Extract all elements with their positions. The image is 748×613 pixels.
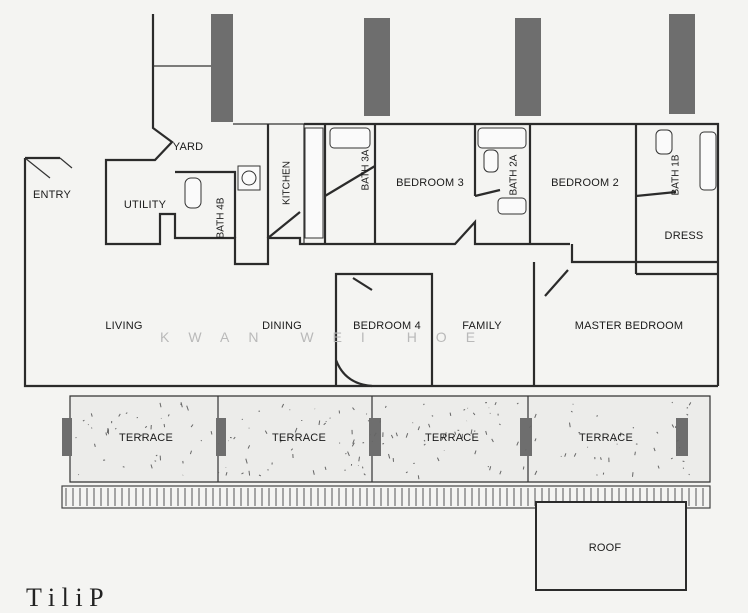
room-label-dress: DRESS: [665, 230, 704, 242]
room-label-entry: ENTRY: [33, 189, 71, 201]
top-column-2: [364, 18, 390, 116]
terrace-speck: [123, 467, 125, 468]
terrace-speck: [330, 418, 331, 419]
kitchen-counter: [305, 128, 323, 238]
bath4b-toilet: [185, 178, 201, 208]
terrace-speck: [115, 428, 116, 429]
terrace-speck: [597, 415, 598, 417]
terrace-speck: [570, 423, 571, 428]
terrace-speck: [633, 472, 634, 477]
terrace-speck: [339, 443, 340, 444]
terrace-speck: [635, 452, 636, 456]
entry-door: [25, 158, 72, 178]
terrace-pillar-1: [62, 418, 72, 456]
room-label-bedroom3: BEDROOM 3: [396, 177, 464, 189]
terrace-speck: [633, 428, 634, 429]
watermark: KWAN WEI HOE: [160, 329, 494, 345]
terrace-speck: [418, 475, 419, 479]
terrace-speck: [432, 416, 433, 417]
bedroom2-wall: [530, 124, 718, 274]
terrace-pillar-5: [676, 418, 688, 456]
bath2a-toilet: [484, 150, 498, 172]
terrace-pillar-3: [369, 418, 381, 456]
family-wall: [432, 244, 570, 386]
kitchen-sink-bowl: [242, 171, 256, 185]
bath1b-toilet: [656, 130, 672, 154]
floor-plan: [0, 0, 748, 600]
terrace-pillar-2: [216, 418, 226, 456]
terrace-speck: [164, 424, 165, 427]
bath1b-tub: [700, 132, 716, 190]
terrace-speck: [450, 413, 451, 416]
terrace-speck: [382, 444, 384, 445]
terrace-speck: [88, 424, 89, 425]
bath2a-basin: [498, 198, 526, 214]
terrace-speck: [319, 421, 320, 426]
room-label-yard: YARD: [173, 141, 204, 153]
terrace-speck: [689, 474, 690, 475]
room-label-master-bedroom: MASTER BEDROOM: [575, 320, 684, 332]
terrace-speck: [368, 421, 369, 422]
terrace-speck: [523, 467, 524, 470]
room-label-terrace-4: TERRACE: [579, 432, 633, 444]
top-column-3: [515, 18, 541, 116]
terrace-speck: [359, 457, 360, 462]
room-label-bath3a: BATH 3A: [361, 150, 372, 191]
terrace-speck: [218, 472, 219, 473]
room-label-terrace-3: TERRACE: [425, 432, 479, 444]
terrace-speck: [155, 461, 157, 462]
terrace-speck: [679, 447, 680, 448]
room-label-bath2a: BATH 2A: [509, 155, 520, 196]
terrace-speck: [249, 471, 250, 476]
terrace-speck: [201, 440, 202, 441]
terrace-speck: [672, 402, 673, 403]
terrace-speck: [156, 455, 157, 456]
room-label-living: LIVING: [105, 320, 142, 332]
bath3a-tub: [330, 128, 370, 148]
footer-fragment: T i l i P: [26, 583, 104, 613]
room-label-bath4b: BATH 4B: [216, 198, 227, 239]
top-column-1: [211, 14, 233, 122]
terrace-speck: [424, 404, 425, 405]
room-label-bath1b: BATH 1B: [671, 155, 682, 196]
room-label-bedroom2: BEDROOM 2: [551, 177, 619, 189]
room-label-terrace-1: TERRACE: [119, 432, 173, 444]
terrace-speck: [107, 428, 108, 433]
top-column-4: [669, 14, 695, 114]
room-label-kitchen: KITCHEN: [282, 161, 293, 205]
terrace-speck: [106, 433, 107, 436]
terrace-speck: [687, 408, 688, 409]
room-label-roof: ROOF: [589, 542, 622, 554]
terrace-speck: [345, 453, 346, 454]
room-label-terrace-2: TERRACE: [272, 432, 326, 444]
terrace-speck: [78, 474, 79, 475]
room-label-utility: UTILITY: [124, 199, 166, 211]
bath2a-tub: [478, 128, 526, 148]
